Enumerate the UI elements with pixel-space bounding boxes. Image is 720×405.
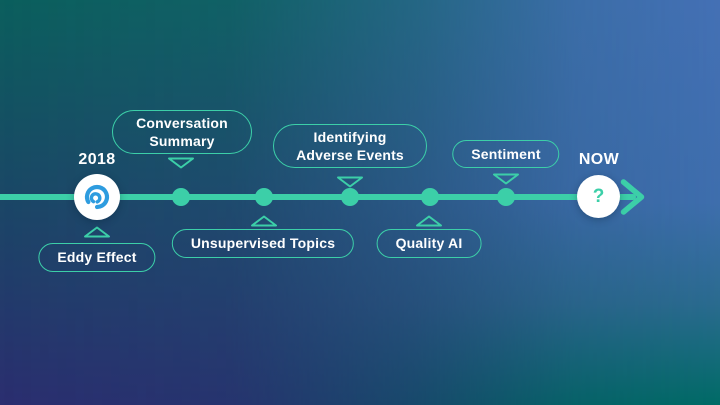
timeline-node: [421, 188, 439, 206]
triangle-down-icon: [337, 176, 363, 188]
timeline-node: [497, 188, 515, 206]
milestone-pill-eddy-effect: Eddy Effect: [38, 243, 156, 272]
start-year-label: 2018: [78, 151, 116, 168]
milestone-pill-sentiment: Sentiment: [452, 140, 560, 168]
arrow-right-icon: [620, 179, 645, 215]
triangle-down-icon: [168, 157, 194, 169]
end-question-circle: ?: [577, 175, 620, 218]
milestone-label: Eddy Effect: [57, 249, 137, 266]
timeline-node: [172, 188, 190, 206]
timeline-line: [0, 194, 636, 200]
spiral-logo-icon: [84, 184, 110, 210]
milestone-label: Quality AI: [395, 235, 463, 252]
milestone-label: Sentiment: [471, 145, 541, 162]
triangle-up-icon: [251, 215, 277, 227]
end-now-label: NOW: [578, 151, 620, 168]
triangle-up-icon: [84, 226, 110, 238]
timeline-node: [341, 188, 359, 206]
milestone-pill-conversation-summary: Conversation Summary: [112, 110, 252, 154]
timeline-node: [255, 188, 273, 206]
milestone-pill-quality-ai: Quality AI: [376, 229, 482, 258]
triangle-down-icon: [493, 173, 519, 185]
start-logo-circle: [74, 174, 120, 220]
milestone-label: Unsupervised Topics: [190, 235, 336, 252]
triangle-up-icon: [416, 215, 442, 227]
milestone-pill-unsupervised-topics: Unsupervised Topics: [171, 229, 355, 258]
milestone-label: Identifying Adverse Events: [296, 128, 404, 163]
question-mark: ?: [592, 186, 605, 207]
milestone-label: Conversation Summary: [136, 114, 228, 149]
milestone-pill-identifying-adverse-events: Identifying Adverse Events: [273, 124, 427, 168]
